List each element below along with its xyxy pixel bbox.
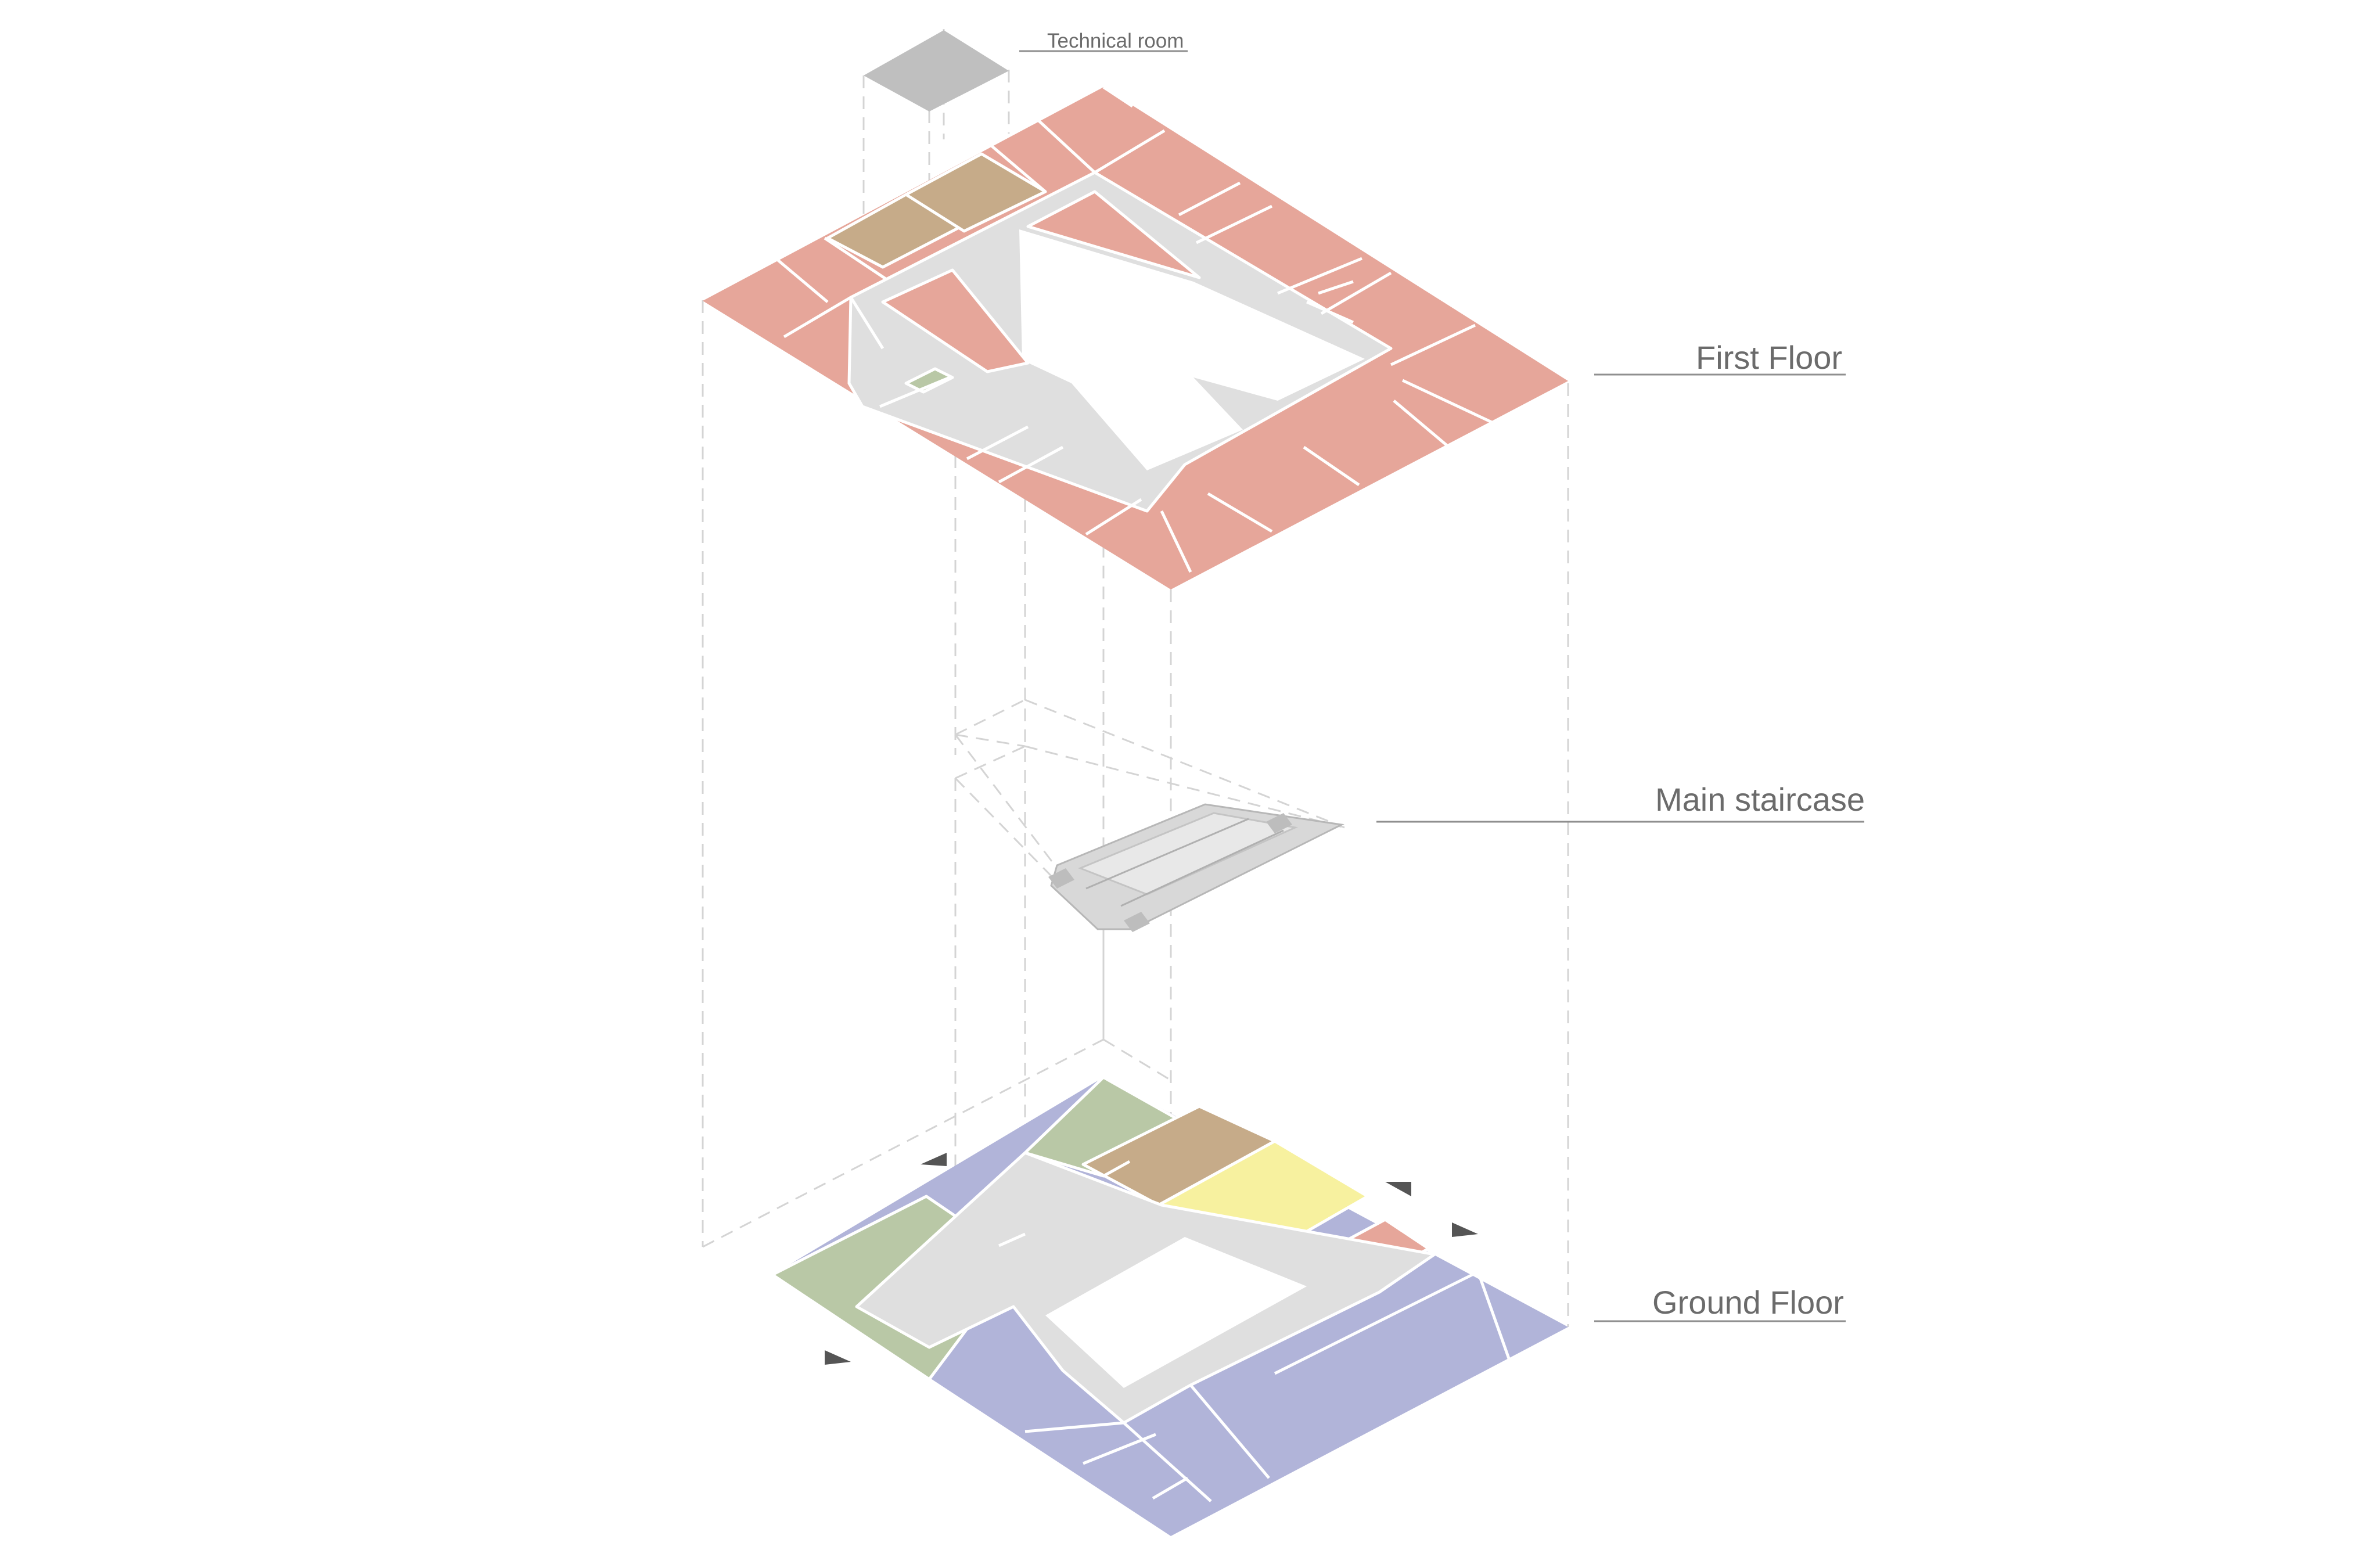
ground-floor-courtyard-void bbox=[1045, 1237, 1307, 1388]
entrance-marker bbox=[1452, 1222, 1478, 1237]
labels: Technical room First Floor Main staircas… bbox=[1019, 30, 1865, 1322]
first-floor-label: First Floor bbox=[1696, 339, 1842, 376]
entrance-marker bbox=[1385, 1182, 1411, 1196]
first-floor-small-room bbox=[904, 367, 954, 394]
first-floor-room bbox=[881, 268, 1030, 373]
technical-room-label: Technical room bbox=[1047, 30, 1184, 52]
ground-floor-plan bbox=[771, 1076, 1568, 1536]
first-floor-courtyard-void bbox=[1019, 229, 1365, 470]
first-floor-plan bbox=[703, 85, 1568, 589]
main-staircase-label: Main staircase bbox=[1655, 781, 1865, 818]
technical-room-block bbox=[864, 30, 1009, 112]
main-staircase-block bbox=[1048, 803, 1344, 932]
ground-floor-label: Ground Floor bbox=[1652, 1284, 1844, 1321]
entrance-marker bbox=[921, 1153, 947, 1166]
entrance-marker bbox=[825, 1350, 851, 1365]
first-floor-room bbox=[1026, 190, 1201, 279]
